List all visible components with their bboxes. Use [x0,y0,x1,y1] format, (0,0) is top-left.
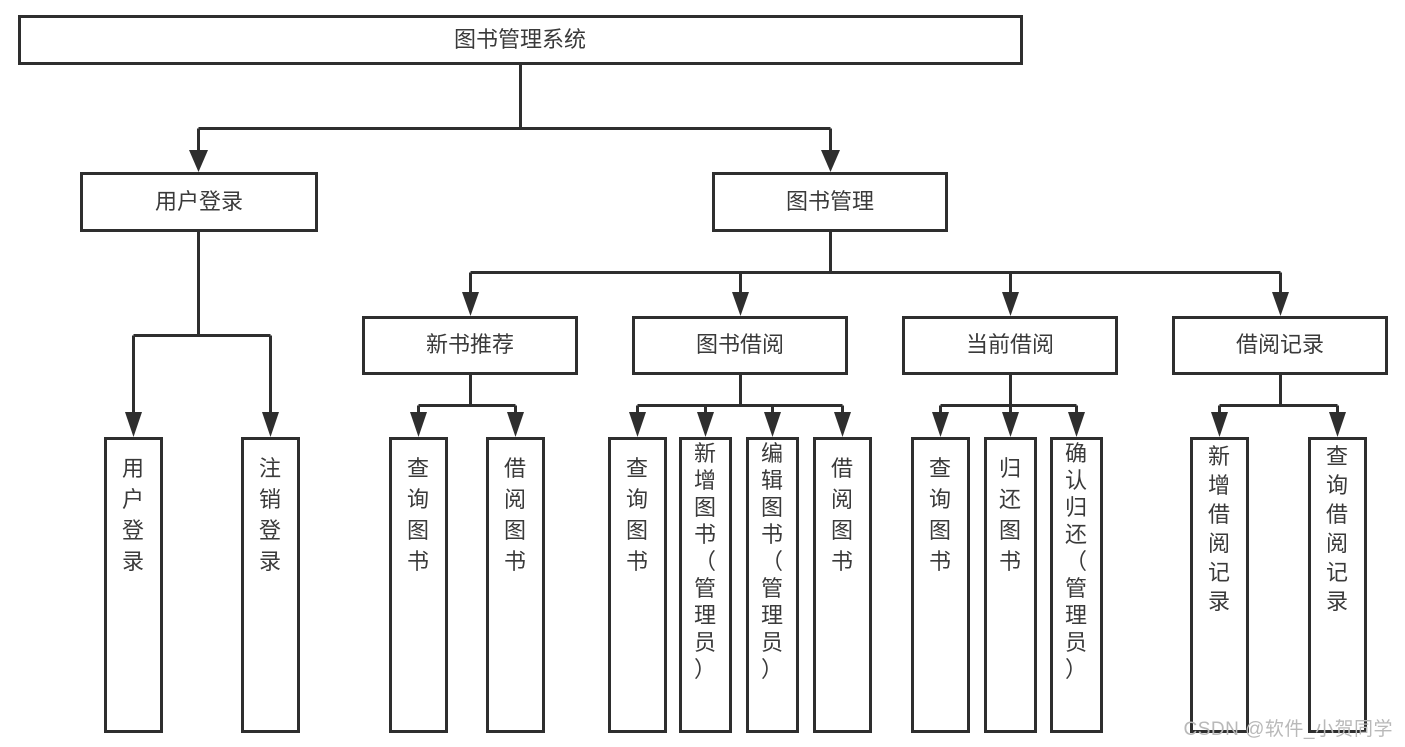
node-leaf-query-book-c-box[interactable] [911,437,970,733]
node-leaf-borrow-book-b-label: 借阅图书 [831,456,853,574]
node-leaf-user-login[interactable]: 用户登录 [104,437,163,733]
node-leaf-query-book-new-box[interactable] [389,437,448,733]
arrow-head-borrow [732,292,749,316]
node-current-box[interactable] [902,316,1118,375]
node-leaf-add-record[interactable]: 新增借阅记录 [1190,437,1249,733]
node-leaf-query-book-b[interactable]: 查询图书 [608,437,667,733]
node-login-box[interactable] [80,172,318,232]
node-leaf-borrow-book-new-label: 借阅图书 [504,456,526,574]
node-leaf-add-record-label: 新增借阅记录 [1208,444,1230,614]
node-root-label: 图书管理系统 [454,27,586,52]
node-leaf-query-book-c[interactable]: 查询图书 [911,437,970,733]
node-bookmgmt-label: 图书管理 [786,189,874,214]
node-leaf-return-book[interactable]: 归还图书 [984,437,1037,733]
node-leaf-user-login-box[interactable] [104,437,163,733]
node-leaf-borrow-book-b[interactable]: 借阅图书 [813,437,872,733]
node-records[interactable]: 借阅记录 [1172,316,1388,375]
node-leaf-borrow-book-new-box[interactable] [486,437,545,733]
node-leaf-confirm-return-label: 确认归还（管理员） [1065,441,1087,682]
arrow-head-current-leaf-3 [1068,412,1085,437]
arrow-head-newbook-leaf-2 [507,412,524,437]
node-current[interactable]: 当前借阅 [902,316,1118,375]
arrow-head-login-leaf-1 [125,412,142,437]
node-leaf-return-book-box[interactable] [984,437,1037,733]
node-root-box[interactable] [18,15,1023,65]
arrow-head-borrow-leaf-3 [764,412,781,437]
arrow-head-current-leaf-1 [932,412,949,437]
node-leaf-edit-book-box[interactable] [746,437,799,733]
node-leaf-user-login-label: 用户登录 [122,456,144,574]
node-root[interactable]: 图书管理系统 [18,15,1023,65]
node-leaf-borrow-book-new[interactable]: 借阅图书 [486,437,545,733]
node-leaf-confirm-return-box[interactable] [1050,437,1103,733]
node-leaf-query-book-b-box[interactable] [608,437,667,733]
node-newbook[interactable]: 新书推荐 [362,316,578,375]
arrow-head-newbook [462,292,479,316]
node-borrow[interactable]: 图书借阅 [632,316,848,375]
node-leaf-add-book-label: 新增图书（管理员） [694,441,716,682]
node-records-box[interactable] [1172,316,1388,375]
node-records-label: 借阅记录 [1236,332,1324,357]
arrow-head-current-leaf-2 [1002,412,1019,437]
arrow-head-borrow-leaf-4 [834,412,851,437]
node-login-label: 用户登录 [155,189,243,214]
node-bookmgmt-box[interactable] [712,172,948,232]
node-leaf-add-book-box[interactable] [679,437,732,733]
node-leaf-logout-login[interactable]: 注销登录 [241,437,300,733]
arrow-head-records [1272,292,1289,316]
arrow-head-newbook-leaf-1 [410,412,427,437]
node-leaf-query-record-label: 查询借阅记录 [1326,444,1348,614]
node-leaf-add-book[interactable]: 新增图书（管理员） [679,437,732,733]
node-leaf-return-book-label: 归还图书 [999,456,1021,574]
node-leaf-add-record-box[interactable] [1190,437,1249,733]
node-borrow-box[interactable] [632,316,848,375]
node-leaf-query-book-new-label: 查询图书 [407,456,429,574]
node-leaf-logout-login-label: 注销登录 [259,456,281,574]
arrow-head-records-leaf-1 [1211,412,1228,437]
connector-layer [125,65,1346,437]
arrow-head-to-login [189,150,208,172]
node-newbook-label: 新书推荐 [426,332,514,357]
node-leaf-query-record-box[interactable] [1308,437,1367,733]
arrow-head-borrow-leaf-2 [697,412,714,437]
node-leaf-query-book-new[interactable]: 查询图书 [389,437,448,733]
node-leaf-edit-book[interactable]: 编辑图书（管理员） [746,437,799,733]
arrow-head-borrow-leaf-1 [629,412,646,437]
node-leaf-query-record[interactable]: 查询借阅记录 [1308,437,1367,733]
arrow-head-records-leaf-2 [1329,412,1346,437]
node-leaf-edit-book-label: 编辑图书（管理员） [761,441,783,682]
node-leaf-confirm-return[interactable]: 确认归还（管理员） [1050,437,1103,733]
arrow-head-login-leaf-2 [262,412,279,437]
arrow-head-to-bookmgmt [821,150,840,172]
node-login[interactable]: 用户登录 [80,172,318,232]
node-leaf-borrow-book-b-box[interactable] [813,437,872,733]
node-current-label: 当前借阅 [966,332,1054,357]
node-leaf-query-book-b-label: 查询图书 [626,456,648,574]
node-newbook-box[interactable] [362,316,578,375]
node-leaf-query-book-c-label: 查询图书 [929,456,951,574]
node-leaf-logout-login-box[interactable] [241,437,300,733]
node-bookmgmt[interactable]: 图书管理 [712,172,948,232]
node-borrow-label: 图书借阅 [696,332,784,357]
arrow-head-current [1002,292,1019,316]
